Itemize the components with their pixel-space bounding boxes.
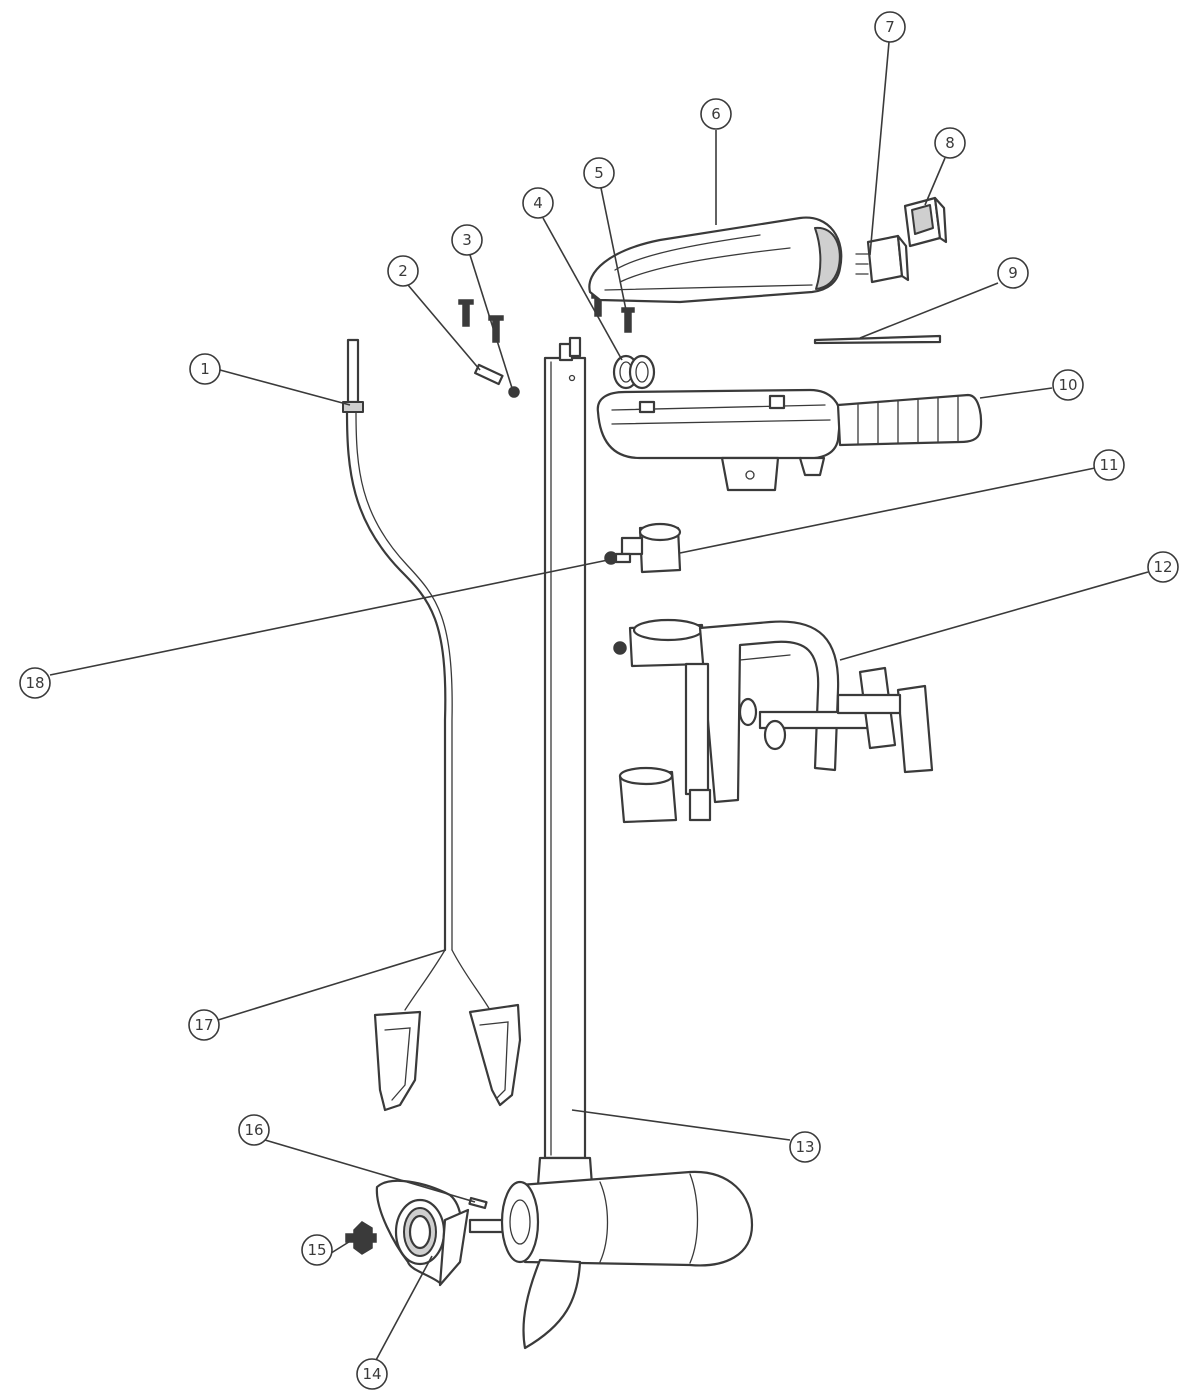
motor-shaft [543,336,587,1160]
svg-text:5: 5 [594,164,604,182]
collar-bolt [604,551,632,565]
svg-text:9: 9 [1008,264,1018,282]
callout-14: 14 [356,1358,388,1390]
callout-5: 5 [583,157,615,189]
head-top-cover [588,216,843,304]
callout-3: 3 [451,224,483,256]
mounting-bracket-clamp [613,618,934,824]
callout-10: 10 [1052,369,1084,401]
svg-text:11: 11 [1099,456,1118,474]
leader-lines [49,41,1149,1363]
callout-7: 7 [874,11,906,43]
callout-8: 8 [934,127,966,159]
propeller [375,1179,470,1287]
callout-4: 4 [522,187,554,219]
svg-text:16: 16 [244,1121,263,1139]
rocker-switches [855,196,948,284]
svg-text:12: 12 [1153,558,1172,576]
callout-18: 18 [19,667,51,699]
control-rod [813,334,942,345]
head-screws [458,299,520,398]
shaft-collar [620,522,682,574]
callout-17: 17 [188,1009,220,1041]
callout-6: 6 [700,98,732,130]
svg-text:4: 4 [533,194,543,212]
head-base-with-handle [596,388,983,492]
svg-text:7: 7 [885,18,895,36]
callout-9: 9 [997,257,1029,289]
svg-text:13: 13 [795,1138,814,1156]
svg-text:3: 3 [462,231,472,249]
svg-text:8: 8 [945,134,955,152]
svg-text:18: 18 [25,674,44,692]
propeller-nut [345,1221,377,1255]
svg-text:10: 10 [1058,376,1077,394]
battery-cable-with-clamps [342,338,522,1112]
callout-12: 12 [1147,551,1179,583]
svg-text:17: 17 [194,1016,213,1034]
callout-15: 15 [301,1234,333,1266]
callout-11: 11 [1093,449,1125,481]
svg-text:14: 14 [362,1365,381,1383]
motor-housing [500,1156,754,1350]
svg-text:2: 2 [398,262,408,280]
callout-13: 13 [789,1131,821,1163]
callout-1: 1 [189,353,221,385]
callout-16: 16 [238,1114,270,1146]
svg-text:1: 1 [200,360,210,378]
svg-text:15: 15 [307,1241,326,1259]
callout-2: 2 [387,255,419,287]
svg-text:6: 6 [711,105,721,123]
spacer-rings [612,354,656,390]
